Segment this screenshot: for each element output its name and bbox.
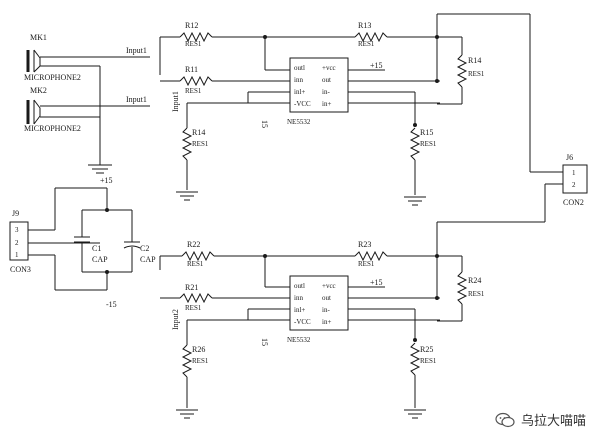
resistor-r25: R25 RES1: [409, 338, 437, 408]
svg-text:RES1: RES1: [185, 87, 202, 95]
svg-text:RES1: RES1: [185, 304, 202, 312]
svg-text:RES1: RES1: [358, 260, 375, 268]
microphone-mk2: MK2 MICROPHONE2 Input1: [24, 86, 150, 133]
svg-text:in-: in-: [322, 306, 330, 314]
svg-text:R22: R22: [187, 240, 200, 249]
ic-ne5532-top: outl inn inl+ -VCC +vcc out in- in+ NE55…: [287, 57, 349, 126]
watermark-text: 乌拉大喵喵: [520, 414, 586, 429]
svg-text:inl+: inl+: [294, 306, 305, 314]
svg-text:RES1: RES1: [185, 40, 202, 48]
svg-text:R25: R25: [420, 345, 433, 354]
resistor-r14-lower: R14 RES1: [181, 103, 209, 190]
svg-text:R15: R15: [420, 128, 433, 137]
svg-text:R21: R21: [185, 283, 198, 292]
input1-vertical-label: Input1: [171, 91, 180, 112]
svg-text:RES1: RES1: [358, 40, 375, 48]
svg-text:1: 1: [572, 169, 576, 177]
ground-symbol: [88, 164, 112, 174]
svg-text:R12: R12: [185, 21, 198, 30]
svg-text:inn: inn: [294, 294, 303, 302]
resistor-r26: R26 RES1: [181, 320, 209, 408]
mk2-part-label: MICROPHONE2: [24, 124, 81, 133]
resistor-r22: R22 RES1: [160, 240, 355, 268]
svg-text:3: 3: [15, 226, 19, 234]
svg-text:R24: R24: [468, 276, 481, 285]
svg-text:inn: inn: [294, 76, 303, 84]
svg-text:+vcc: +vcc: [322, 282, 336, 290]
svg-text:RES1: RES1: [420, 357, 437, 365]
svg-text:outl: outl: [294, 282, 305, 290]
watermark: 乌拉大喵喵: [495, 410, 586, 429]
svg-text:R23: R23: [358, 240, 371, 249]
svg-text:-VCC: -VCC: [294, 318, 311, 326]
svg-text:RES1: RES1: [192, 140, 209, 148]
svg-text:R14: R14: [192, 128, 205, 137]
svg-text:C1: C1: [92, 244, 101, 253]
input2-net-label: Input1: [126, 95, 147, 104]
capacitor-c2: C2 CAP: [123, 210, 156, 272]
svg-text:R14: R14: [468, 56, 481, 65]
resistor-r11: R11 RES1: [160, 65, 290, 95]
svg-text:+15: +15: [370, 278, 383, 287]
ground-symbol: [176, 191, 198, 201]
svg-text:RES1: RES1: [192, 357, 209, 365]
resistor-r13: R13 RES1: [354, 21, 440, 48]
connector-j6: J6 1 2 CON2: [562, 153, 588, 207]
svg-text:1: 1: [15, 251, 19, 259]
resistor-r14: R14 RES1: [437, 36, 485, 105]
svg-text:-VCC: -VCC: [294, 100, 311, 108]
connector-j9: J9 3 2 1 CON3: [9, 209, 31, 274]
svg-text:CON3: CON3: [10, 265, 31, 274]
svg-text:2: 2: [572, 181, 576, 189]
svg-text:R26: R26: [192, 345, 205, 354]
resistor-r15: R15 RES1: [409, 123, 437, 195]
capacitor-c1: C1 CAP: [74, 210, 108, 272]
svg-text:R11: R11: [185, 65, 198, 74]
microphone-mk1: MK1 MICROPHONE2 Input1: [24, 33, 150, 165]
svg-text:J6: J6: [566, 153, 573, 162]
svg-text:out: out: [322, 76, 331, 84]
mk1-part-label: MICROPHONE2: [24, 73, 81, 82]
svg-text:inl+: inl+: [294, 88, 305, 96]
svg-text:C2: C2: [140, 244, 149, 253]
mk2-label: MK2: [30, 86, 47, 95]
ground-symbol: [404, 196, 426, 206]
wechat-icon: [495, 412, 515, 427]
svg-text:outl: outl: [294, 64, 305, 72]
resistor-r23: R23 RES1: [354, 240, 440, 268]
svg-text:2: 2: [15, 239, 19, 247]
svg-text:-15: -15: [106, 300, 117, 309]
resistor-r24: R24 RES1: [437, 255, 485, 322]
svg-text:15: 15: [260, 338, 269, 346]
svg-text:J9: J9: [12, 209, 19, 218]
svg-text:in+: in+: [322, 318, 331, 326]
svg-text:+vcc: +vcc: [322, 64, 336, 72]
ground-symbol: [404, 409, 426, 419]
input1-net-label: Input1: [126, 46, 147, 55]
svg-text:CAP: CAP: [140, 255, 156, 264]
svg-text:NE5532: NE5532: [287, 336, 311, 344]
svg-text:in+: in+: [322, 100, 331, 108]
ic-ne5532-bottom: outl inn inl+ -VCC +vcc out in- in+ NE55…: [287, 275, 349, 344]
svg-text:+15: +15: [100, 176, 113, 185]
svg-text:15: 15: [260, 120, 269, 128]
svg-text:RES1: RES1: [468, 290, 485, 298]
svg-text:+15: +15: [370, 61, 383, 70]
svg-text:out: out: [322, 294, 331, 302]
svg-text:RES1: RES1: [468, 70, 485, 78]
resistor-r12: R12 RES1: [160, 21, 355, 48]
svg-text:CAP: CAP: [92, 255, 108, 264]
resistor-r21: R21 RES1: [160, 283, 290, 312]
svg-text:R13: R13: [358, 21, 371, 30]
svg-text:CON2: CON2: [563, 198, 584, 207]
mk1-label: MK1: [30, 33, 47, 42]
svg-text:RES1: RES1: [187, 260, 204, 268]
ground-symbol: [176, 409, 198, 419]
svg-text:NE5532: NE5532: [287, 118, 311, 126]
svg-text:in-: in-: [322, 88, 330, 96]
svg-text:RES1: RES1: [420, 140, 437, 148]
input2-vertical-label: Input2: [171, 309, 180, 330]
